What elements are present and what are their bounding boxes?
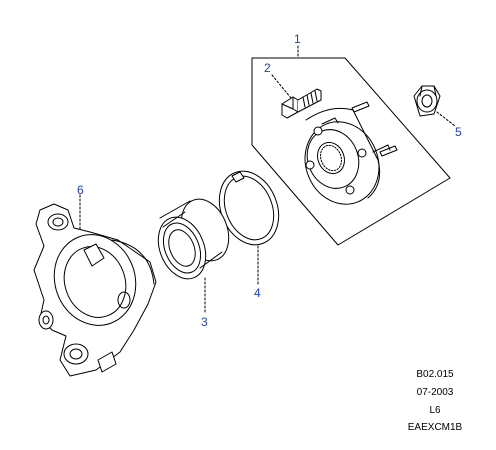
callout-6: 6 [77, 183, 84, 197]
part-knuckle [33, 203, 157, 377]
drawing-model: L6 [429, 405, 441, 416]
drawing-code: EAEXCM1B [407, 422, 463, 433]
callout-4: 4 [254, 286, 261, 300]
part-nut [413, 85, 441, 117]
kit-outline [251, 57, 451, 246]
leader-5 [436, 111, 456, 127]
callout-2: 2 [264, 61, 271, 75]
part-bolt [281, 88, 322, 119]
callout-1: 1 [294, 32, 301, 46]
leader-2 [271, 74, 292, 99]
part-hub [304, 101, 398, 205]
drawing-ref: B02.015 [416, 369, 454, 380]
callout-3: 3 [201, 315, 208, 329]
drawing-date: 07-2003 [416, 387, 454, 398]
part-circlip [218, 170, 280, 246]
callout-5: 5 [455, 125, 462, 139]
part-bearing [157, 198, 230, 280]
